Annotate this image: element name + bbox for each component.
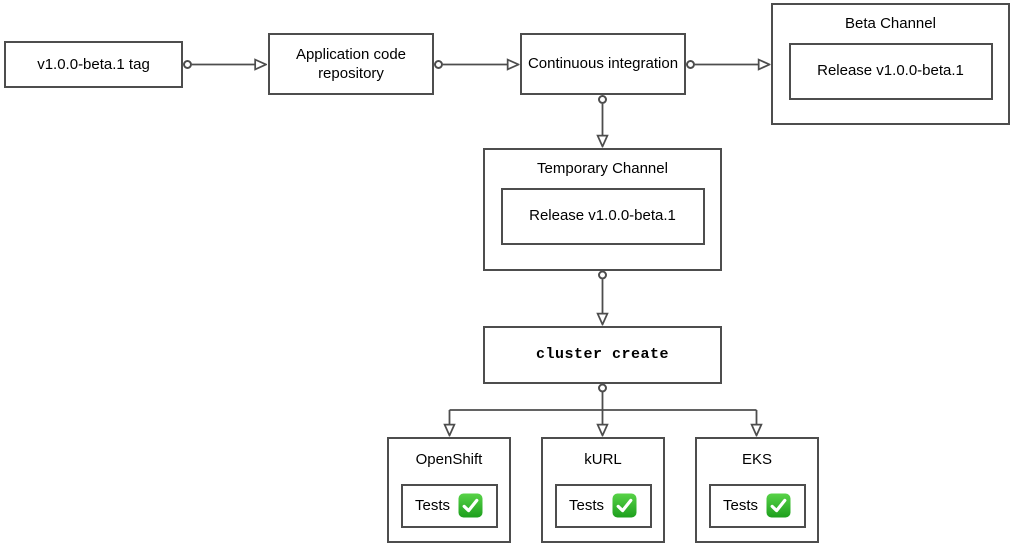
connector-cluster-create-to-targets [450,383,757,436]
connector-temporary-channel-to-cluster-create [599,270,606,325]
node-version-tag: v1.0.0-beta.1 tag [4,41,183,88]
cluster-create-label: cluster create [535,346,670,364]
check-mark-button-icon [458,493,483,518]
node-beta-channel: Beta Channel Release v1.0.0-beta.1 [771,3,1010,125]
check-mark-button-icon [766,493,791,518]
version-tag-label: v1.0.0-beta.1 tag [37,55,150,73]
temporary-release-label: Release v1.0.0-beta.1 [529,207,676,225]
node-eks: EKS Tests [695,437,819,543]
beta-channel-release-box: Release v1.0.0-beta.1 [788,42,993,100]
ci-label: Continuous integration [527,55,679,73]
openshift-title: OpenShift [415,451,483,468]
connector-tag-to-repo [183,61,266,68]
kurl-title: kURL [584,451,622,468]
kurl-tests-box: Tests [554,483,652,528]
repository-label: Application code repository [295,45,407,83]
node-application-code-repository: Application code repository [268,33,434,95]
eks-title: EKS [741,451,772,468]
node-continuous-integration: Continuous integration [520,33,686,95]
connector-ci-to-beta-channel [686,61,770,68]
temporary-channel-release-box: Release v1.0.0-beta.1 [500,187,705,245]
connector-repo-to-ci [434,61,519,68]
eks-tests-label: Tests [722,496,758,514]
node-temporary-channel: Temporary Channel Release v1.0.0-beta.1 [483,148,722,271]
beta-release-label: Release v1.0.0-beta.1 [817,62,964,80]
node-cluster-create: cluster create [483,326,722,384]
eks-tests-box: Tests [708,483,806,528]
node-openshift: OpenShift Tests [387,437,511,543]
connector-ci-to-temporary-channel [599,95,606,147]
kurl-tests-label: Tests [568,496,604,514]
check-mark-button-icon [612,493,637,518]
beta-channel-title: Beta Channel [845,15,936,32]
node-kurl: kURL Tests [541,437,665,543]
temporary-channel-title: Temporary Channel [537,160,668,177]
openshift-tests-box: Tests [400,483,498,528]
openshift-tests-label: Tests [414,496,450,514]
